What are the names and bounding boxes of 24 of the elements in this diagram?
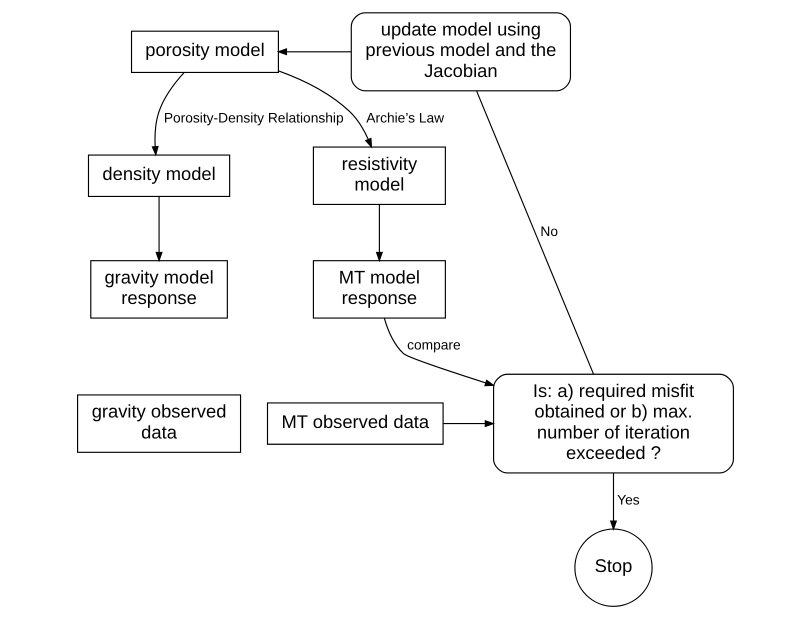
node-box: density model bbox=[87, 154, 230, 197]
node-box: gravity observed data bbox=[76, 394, 241, 453]
arrow bbox=[383, 318, 495, 386]
arrow bbox=[375, 204, 383, 262]
node-box: Is: a) required misfit obtained or b) max. number of iteration exceeded ? bbox=[492, 374, 734, 474]
arrow bbox=[278, 70, 372, 149]
edge-label: No bbox=[540, 224, 558, 240]
node-box: porosity model bbox=[130, 30, 278, 74]
node-box: MT observed data bbox=[266, 402, 444, 445]
node-box: update model using previous model and the Jacobian bbox=[350, 12, 571, 92]
connector bbox=[476, 90, 594, 374]
node-circle: Stop bbox=[574, 528, 652, 607]
edge-label: Porosity-Density Relationship bbox=[163, 110, 344, 126]
edge-label: Archie’s Law bbox=[366, 110, 444, 126]
node-box: resistivity model bbox=[312, 146, 446, 205]
arrow bbox=[151, 72, 184, 156]
edge-label: Yes bbox=[616, 492, 640, 508]
node-box: gravity model response bbox=[90, 260, 228, 319]
edge-label: compare bbox=[406, 338, 460, 353]
arrow bbox=[443, 420, 495, 428]
arrow bbox=[154, 196, 162, 262]
arrow bbox=[276, 48, 351, 56]
node-box: MT model response bbox=[312, 260, 446, 319]
arrow bbox=[609, 473, 617, 531]
